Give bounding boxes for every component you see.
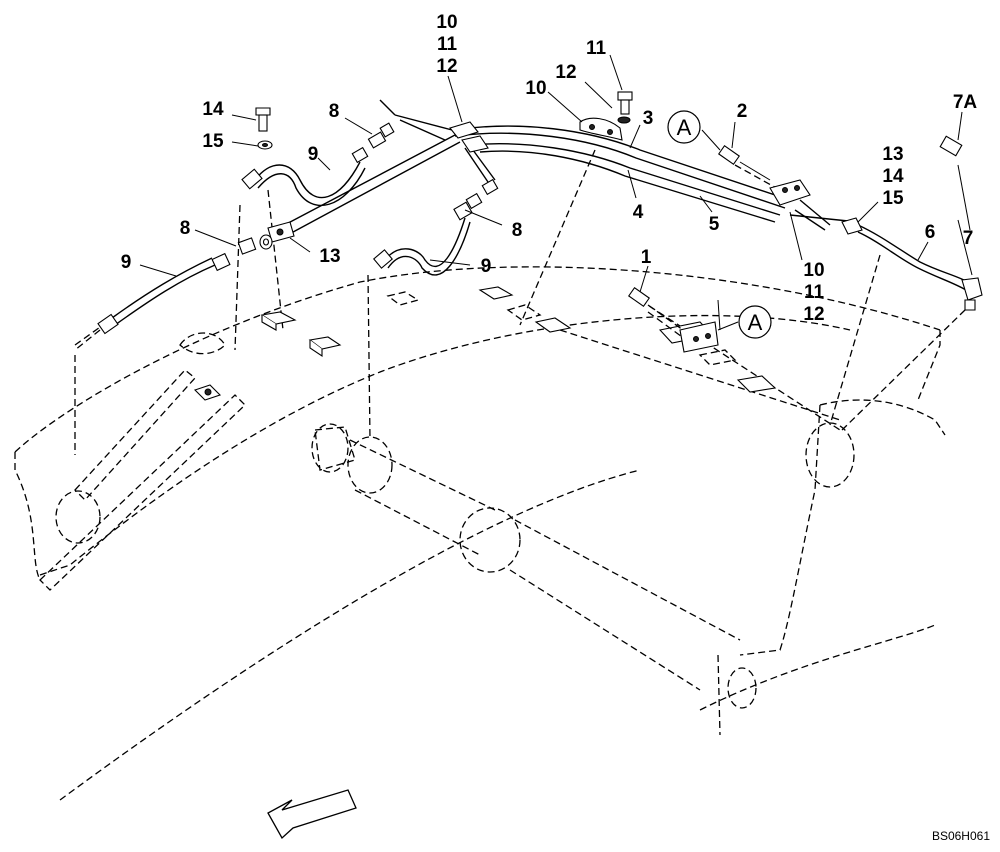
detail-marker-a-top: A [667, 110, 701, 144]
detail-marker-a-right: A [738, 305, 772, 339]
leader-lines [139, 54, 973, 331]
boom-outline [14, 149, 966, 801]
callout-2: 2 [737, 101, 748, 122]
callout-8: 8 [180, 218, 191, 239]
callout-3: 3 [643, 108, 654, 129]
callout-15: 15 [882, 188, 904, 209]
callout-9: 9 [121, 252, 132, 273]
callout-15: 15 [202, 131, 224, 152]
callout-10: 10 [525, 78, 546, 99]
hydraulic-lines [111, 99, 969, 326]
callout-12: 12 [436, 56, 457, 77]
callout-7a: 7A [953, 92, 978, 113]
callout-12: 12 [555, 62, 576, 83]
callout-13: 13 [882, 144, 903, 165]
callout-11: 11 [437, 34, 458, 55]
fittings [97, 91, 983, 353]
callout-9: 9 [481, 256, 492, 277]
callout-10: 10 [803, 260, 824, 281]
callout-11: 11 [804, 282, 825, 303]
direction-arrow-icon [267, 789, 357, 840]
callout-10: 10 [436, 12, 457, 33]
callout-8: 8 [329, 101, 340, 122]
callout-7: 7 [963, 228, 974, 249]
callout-14: 14 [882, 166, 904, 187]
figure-code: BS06H061 [932, 829, 990, 843]
callout-4: 4 [633, 202, 644, 223]
callout-6: 6 [925, 222, 936, 243]
detail-marker-a-label: A [748, 310, 763, 335]
callout-1: 1 [641, 247, 652, 268]
callout-11: 11 [586, 38, 607, 59]
callout-9: 9 [308, 144, 319, 165]
detail-marker-a-label: A [677, 115, 692, 140]
callout-labels: 10 11 12 11 12 10 3 2 7A 13 14 15 4 5 6 … [121, 12, 978, 325]
callout-14: 14 [202, 99, 224, 120]
callout-8: 8 [512, 220, 523, 241]
callout-12: 12 [803, 304, 824, 325]
callout-5: 5 [709, 214, 720, 235]
callout-13: 13 [319, 246, 340, 267]
